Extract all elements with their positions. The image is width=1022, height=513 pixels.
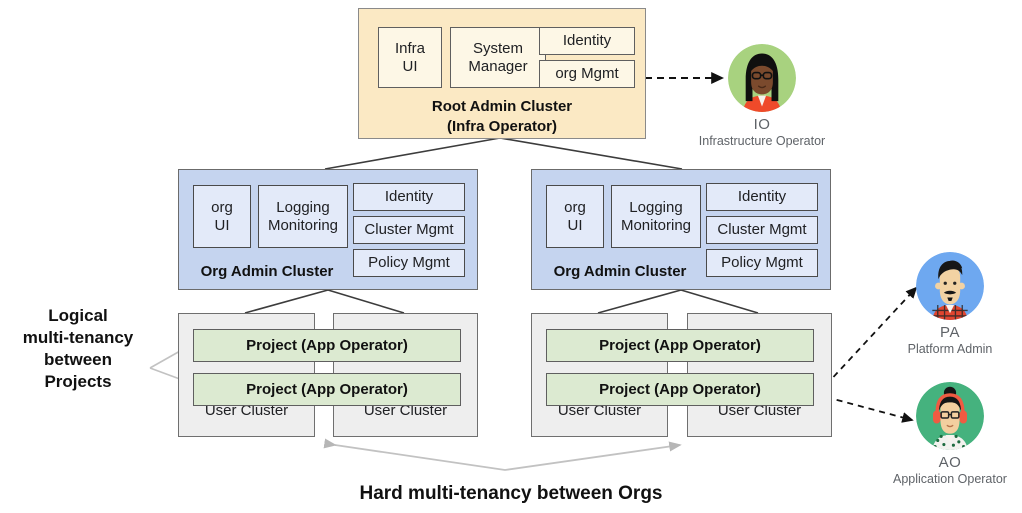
root-component-org-mgmt[interactable]: org Mgmt — [539, 60, 635, 88]
org-left-component-cluster-mgmt-label: Cluster Mgmt — [364, 221, 454, 239]
org-admin-cluster-right[interactable]: org UI Logging Monitoring Identity Clust… — [531, 169, 831, 290]
persona-application-operator[interactable]: AO Application Operator — [884, 382, 1016, 486]
persona-io-role: Infrastructure Operator — [698, 134, 826, 148]
avatar-infrastructure-operator-icon — [728, 44, 796, 112]
org-right-component-logging-line2: Monitoring — [620, 216, 692, 234]
user-cluster-2-label: User Cluster — [363, 402, 448, 419]
project-box-2[interactable]: Project (App Operator) — [193, 373, 461, 406]
project-box-1-label: Project (App Operator) — [246, 337, 408, 354]
user-cluster-1-label: User Cluster — [204, 402, 289, 419]
connector-orgright-to-uc4 — [680, 289, 759, 314]
avatar-platform-admin-icon — [916, 252, 984, 320]
org-right-component-cluster-mgmt-label: Cluster Mgmt — [717, 221, 807, 239]
project-box-3[interactable]: Project (App Operator) — [546, 329, 814, 362]
project-box-4[interactable]: Project (App Operator) — [546, 373, 814, 406]
org-right-component-org-ui[interactable]: org UI — [546, 185, 604, 248]
connector-root-to-org-left — [324, 137, 501, 170]
org-left-component-logging-line2: Monitoring — [267, 216, 339, 234]
persona-infrastructure-operator[interactable]: IO Infrastructure Operator — [696, 44, 828, 148]
root-component-org-mgmt-label: org Mgmt — [555, 65, 619, 83]
org-left-component-logging-line1: Logging — [276, 198, 330, 216]
project-box-2-label: Project (App Operator) — [246, 381, 408, 398]
org-right-component-identity-label: Identity — [737, 188, 787, 206]
caption-logical-multitenancy: Logical multi-tenancy between Projects — [8, 305, 148, 393]
org-left-component-policy-mgmt[interactable]: Policy Mgmt — [353, 249, 465, 277]
connector-root-to-org-right — [499, 137, 683, 170]
org-right-component-policy-mgmt-label: Policy Mgmt — [721, 254, 803, 272]
root-admin-cluster-title: Root Admin Cluster (Infra Operator) — [359, 97, 645, 136]
caption-left-line1: Logical — [48, 306, 108, 325]
root-component-system-manager-line2: Manager — [468, 57, 528, 75]
org-right-component-policy-mgmt[interactable]: Policy Mgmt — [706, 249, 818, 277]
persona-io-abbr: IO — [753, 116, 771, 133]
project-box-1[interactable]: Project (App Operator) — [193, 329, 461, 362]
org-right-component-org-ui-line1: org — [564, 198, 586, 216]
arrow-hard-multitenancy — [323, 438, 682, 471]
root-component-identity-label: Identity — [562, 32, 612, 50]
org-right-component-logging-line1: Logging — [629, 198, 683, 216]
org-left-component-org-ui[interactable]: org UI — [193, 185, 251, 248]
org-left-component-identity[interactable]: Identity — [353, 183, 465, 211]
root-component-system-manager-line1: System — [472, 39, 523, 57]
root-component-infra-ui-line1: Infra — [394, 39, 425, 57]
user-cluster-3-label: User Cluster — [557, 402, 642, 419]
org-left-component-policy-mgmt-label: Policy Mgmt — [368, 254, 450, 272]
connector-orgright-to-uc3 — [597, 289, 682, 314]
org-right-component-logging-monitoring[interactable]: Logging Monitoring — [611, 185, 701, 248]
persona-ao-abbr: AO — [938, 454, 962, 471]
root-admin-cluster[interactable]: Infra UI System Manager Identity org Mgm… — [358, 8, 646, 139]
caption-left-line4: Projects — [44, 372, 112, 392]
org-admin-cluster-left[interactable]: org UI Logging Monitoring Identity Clust… — [178, 169, 478, 290]
org-left-component-logging-monitoring[interactable]: Logging Monitoring — [258, 185, 348, 248]
root-component-identity[interactable]: Identity — [539, 27, 635, 55]
root-admin-cluster-title-line2: (Infra Operator) — [446, 117, 557, 135]
persona-pa-abbr: PA — [940, 324, 960, 341]
user-cluster-4-label: User Cluster — [717, 402, 802, 419]
persona-ao-role: Application Operator — [893, 472, 1007, 486]
org-right-component-cluster-mgmt[interactable]: Cluster Mgmt — [706, 216, 818, 244]
org-left-component-org-ui-line2: UI — [214, 216, 230, 234]
persona-pa-role: Platform Admin — [907, 342, 993, 356]
org-right-component-org-ui-line2: UI — [567, 216, 583, 234]
connector-orgleft-to-uc1 — [244, 289, 329, 314]
root-admin-cluster-title-line1: Root Admin Cluster — [431, 98, 573, 115]
connector-orgleft-to-uc2 — [327, 289, 405, 314]
project-box-4-label: Project (App Operator) — [599, 381, 761, 398]
persona-platform-admin[interactable]: PA Platform Admin — [884, 252, 1016, 356]
org-left-component-cluster-mgmt[interactable]: Cluster Mgmt — [353, 216, 465, 244]
org-right-component-identity[interactable]: Identity — [706, 183, 818, 211]
org-admin-cluster-right-title: Org Admin Cluster — [540, 263, 700, 280]
org-left-component-org-ui-line1: org — [211, 198, 233, 216]
project-box-3-label: Project (App Operator) — [599, 337, 761, 354]
org-right-title-text: Org Admin Cluster — [553, 263, 687, 280]
caption-left-line3: between — [43, 350, 113, 370]
org-left-component-identity-label: Identity — [384, 188, 434, 206]
root-component-system-manager[interactable]: System Manager — [450, 27, 546, 88]
caption-left-line2: multi-tenancy — [22, 328, 134, 348]
org-left-title-text: Org Admin Cluster — [200, 263, 334, 280]
root-component-infra-ui[interactable]: Infra UI — [378, 27, 442, 88]
org-admin-cluster-left-title: Org Admin Cluster — [187, 263, 347, 280]
avatar-application-operator-icon — [916, 382, 984, 450]
caption-hard-multitenancy: Hard multi-tenancy between Orgs — [359, 483, 663, 504]
root-component-infra-ui-line2: UI — [402, 57, 418, 75]
